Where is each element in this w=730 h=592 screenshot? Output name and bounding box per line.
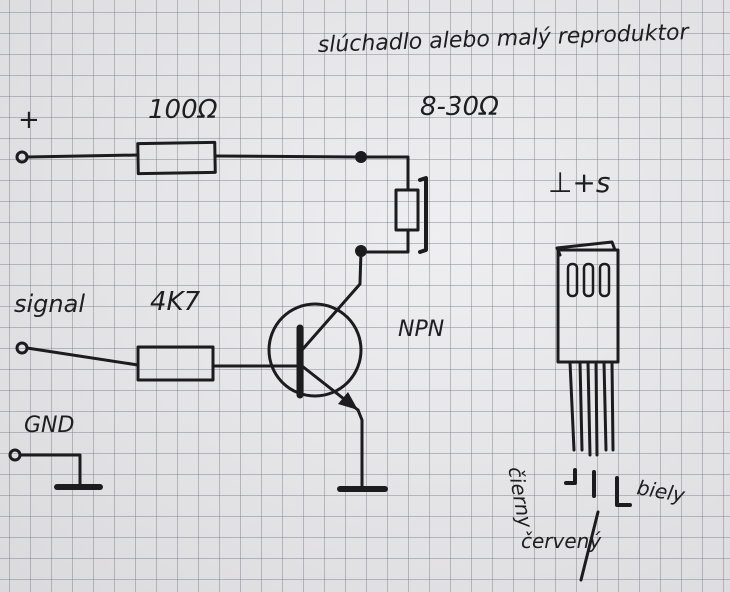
pinout-label: ⊥+s — [548, 166, 610, 199]
resistor-100 — [136, 140, 217, 176]
red-wire-pointer — [579, 510, 600, 582]
collector-wire — [358, 249, 363, 285]
plus-wire — [25, 153, 140, 159]
top-wire — [213, 154, 362, 159]
diagram-title: slúchadlo alebo malý reproduktor — [317, 20, 691, 58]
speaker-lead-top — [359, 155, 410, 192]
resistor-4k7-label: 4K7 — [150, 287, 201, 317]
resistor-100-label: 100Ω — [148, 95, 218, 125]
transistor-body — [267, 302, 363, 398]
resistor-4k7 — [136, 345, 215, 382]
jack-slot-2 — [582, 262, 595, 298]
jack-slot-3 — [598, 262, 611, 298]
gnd-wire — [18, 453, 82, 487]
transistor-type-label: NPN — [398, 317, 444, 342]
jack-pin-middle — [586, 360, 599, 457]
emitter-wire — [356, 408, 364, 489]
pin-marker-black — [564, 468, 577, 485]
pin-marker-white — [615, 476, 632, 507]
jack-pin-right — [602, 360, 615, 452]
signal-label: signal — [14, 290, 85, 318]
signal-wire — [25, 346, 140, 367]
speaker-coil — [394, 188, 420, 232]
emitter-arrow — [338, 392, 358, 410]
speaker-lead-bottom — [360, 228, 410, 254]
transistor-collector — [300, 282, 362, 352]
plus-label: + — [18, 105, 40, 135]
gnd-label: GND — [24, 413, 74, 438]
jack-slot-1 — [566, 262, 579, 298]
speaker-cone — [418, 176, 428, 254]
wire-white-label: biely — [635, 475, 688, 507]
speaker-impedance-label: 8-30Ω — [420, 92, 499, 122]
jack-pin-left — [568, 360, 584, 452]
wire-black-label: čierny — [503, 465, 538, 531]
